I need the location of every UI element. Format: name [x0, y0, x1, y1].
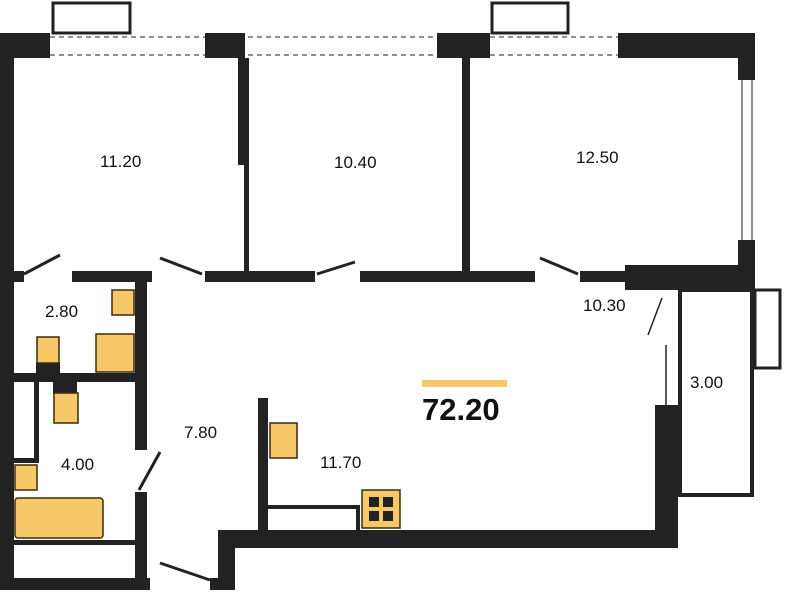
- room-area-label: 12.50: [576, 148, 619, 167]
- room-area-label: 2.80: [45, 302, 79, 321]
- stove-icon: [361, 489, 401, 529]
- room-area-label: 3.00: [690, 373, 724, 392]
- room-area-label: 11.20: [100, 152, 142, 171]
- kitchen-sink-icon: [269, 422, 298, 459]
- windows: [50, 1, 782, 497]
- sink-icon: [14, 464, 38, 491]
- toilet-icon: [53, 392, 79, 424]
- room-area-label: 4.00: [61, 455, 95, 474]
- stove-burners: [369, 497, 393, 521]
- walls: [0, 33, 755, 590]
- total-area-accent-bar: [422, 380, 507, 387]
- fixtures: [14, 289, 401, 539]
- doors: [23, 253, 667, 582]
- sink-icon: [111, 289, 135, 316]
- total-area: 72.20: [422, 392, 500, 427]
- room-area-label: 10.30: [583, 296, 626, 315]
- bathtub-icon: [14, 497, 104, 539]
- room-area-label: 7.80: [184, 423, 218, 442]
- room-area-label: 10.40: [334, 153, 377, 172]
- shower-icon: [95, 333, 135, 373]
- toilet-icon: [36, 336, 60, 364]
- room-area-label: 11.70: [320, 453, 362, 472]
